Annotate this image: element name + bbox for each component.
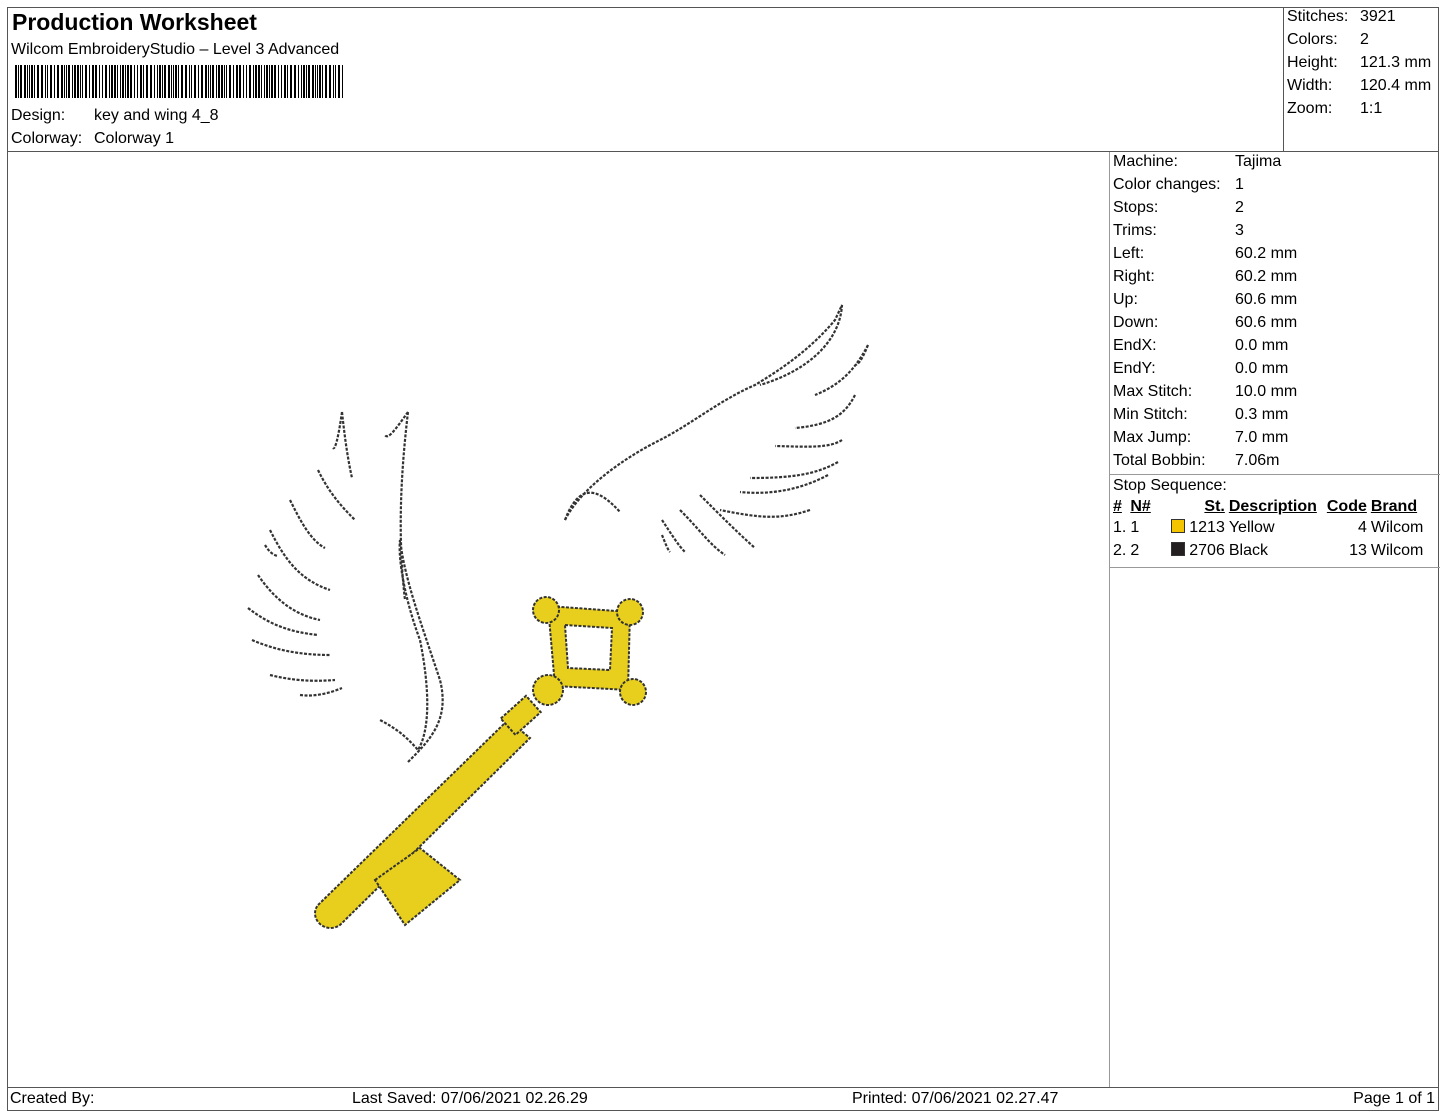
detail-value: 0.0 mm	[1235, 360, 1289, 377]
detail-value: 10.0 mm	[1235, 383, 1298, 400]
row-code: 13	[1349, 541, 1367, 559]
detail-label: Down:	[1113, 314, 1159, 331]
row-code: 4	[1357, 518, 1367, 536]
table-row: 1. 1 1213 Yellow 4 Wilcom	[1113, 516, 1427, 539]
detail-label: Trims:	[1113, 222, 1157, 239]
design-label: Design:	[11, 107, 66, 124]
row-description: Black	[1228, 541, 1268, 559]
summary-value: 121.3 mm	[1360, 54, 1432, 71]
summary-value: 2	[1360, 31, 1369, 48]
detail-value: 2	[1235, 199, 1244, 216]
detail-label: Max Jump:	[1113, 429, 1192, 446]
col-num: #	[1113, 498, 1122, 515]
detail-label: Stops:	[1113, 199, 1159, 216]
summary-label: Height:	[1287, 54, 1338, 71]
row-n: 2	[1130, 541, 1140, 559]
col-n: N#	[1130, 498, 1151, 515]
col-brand: Brand	[1370, 498, 1418, 515]
stop-sequence-title: Stop Sequence:	[1113, 477, 1227, 494]
row-brand: Wilcom	[1370, 541, 1424, 559]
summary-value: 120.4 mm	[1360, 77, 1432, 94]
detail-label: Left:	[1113, 245, 1145, 262]
color-swatch	[1170, 541, 1185, 556]
summary-label: Colors:	[1287, 31, 1338, 48]
software-name: Wilcom EmbroideryStudio – Level 3 Advanc…	[11, 41, 340, 58]
detail-label: Max Stitch:	[1113, 383, 1193, 400]
created-by: Created By:	[10, 1090, 95, 1107]
detail-value: Tajima	[1235, 153, 1282, 170]
table-row: 2. 2 2706 Black 13 Wilcom	[1113, 539, 1427, 562]
detail-label: Color changes:	[1113, 176, 1221, 193]
footer: Created By: Last Saved: 07/06/2021 02.26…	[7, 1087, 1439, 1111]
col-description: Description	[1228, 498, 1317, 515]
summary-label: Width:	[1287, 77, 1333, 94]
summary-value: 1:1	[1360, 100, 1383, 117]
row-num: 1.	[1113, 518, 1127, 536]
worksheet-frame	[7, 7, 1439, 1111]
page-title: Production Worksheet	[12, 9, 257, 35]
table-header: # N# St. Description Code Brand	[1113, 498, 1427, 516]
page-number: Page 1 of 1	[1353, 1090, 1435, 1107]
stop-sequence-table: # N# St. Description Code Brand 1. 1 121…	[1113, 498, 1427, 562]
col-st: St.	[1204, 498, 1225, 515]
summary-label: Zoom:	[1287, 100, 1333, 117]
last-saved: Last Saved: 07/06/2021 02.26.29	[352, 1090, 588, 1107]
wing-outlines	[247, 304, 870, 763]
printed-date: Printed: 07/06/2021 02.27.47	[852, 1090, 1059, 1107]
design-preview	[8, 153, 1108, 1086]
colorway-label: Colorway:	[11, 130, 83, 147]
row-brand: Wilcom	[1370, 518, 1424, 536]
detail-label: Total Bobbin:	[1113, 452, 1206, 469]
row-st: 1213	[1189, 518, 1225, 536]
barcode	[15, 65, 345, 98]
color-swatch	[1170, 518, 1185, 533]
summary-value: 3921	[1360, 8, 1396, 25]
row-description: Yellow	[1228, 518, 1275, 536]
detail-value: 3	[1235, 222, 1244, 239]
detail-value: 1	[1235, 176, 1244, 193]
detail-value: 7.06m	[1235, 452, 1280, 469]
detail-value: 0.0 mm	[1235, 337, 1289, 354]
detail-value: 0.3 mm	[1235, 406, 1289, 423]
row-n: 1	[1130, 518, 1140, 536]
detail-value: 7.0 mm	[1235, 429, 1289, 446]
detail-value: 60.6 mm	[1235, 291, 1298, 308]
row-num: 2.	[1113, 541, 1127, 559]
detail-value: 60.6 mm	[1235, 314, 1298, 331]
divider	[1110, 474, 1440, 475]
detail-label: Up:	[1113, 291, 1138, 308]
row-st: 2706	[1189, 541, 1225, 559]
detail-label: Machine:	[1113, 153, 1178, 170]
key-shape	[314, 596, 647, 929]
detail-label: Right:	[1113, 268, 1155, 285]
detail-label: EndY:	[1113, 360, 1156, 377]
design-name: key and wing 4_8	[94, 107, 219, 124]
detail-value: 60.2 mm	[1235, 268, 1298, 285]
header: Production Worksheet Wilcom EmbroiderySt…	[7, 7, 1439, 152]
colorway-name: Colorway 1	[94, 130, 175, 147]
detail-label: EndX:	[1113, 337, 1157, 354]
detail-label: Min Stitch:	[1113, 406, 1188, 423]
divider	[1110, 567, 1440, 568]
detail-value: 60.2 mm	[1235, 245, 1298, 262]
summary-label: Stitches:	[1287, 8, 1349, 25]
col-code: Code	[1326, 498, 1367, 515]
